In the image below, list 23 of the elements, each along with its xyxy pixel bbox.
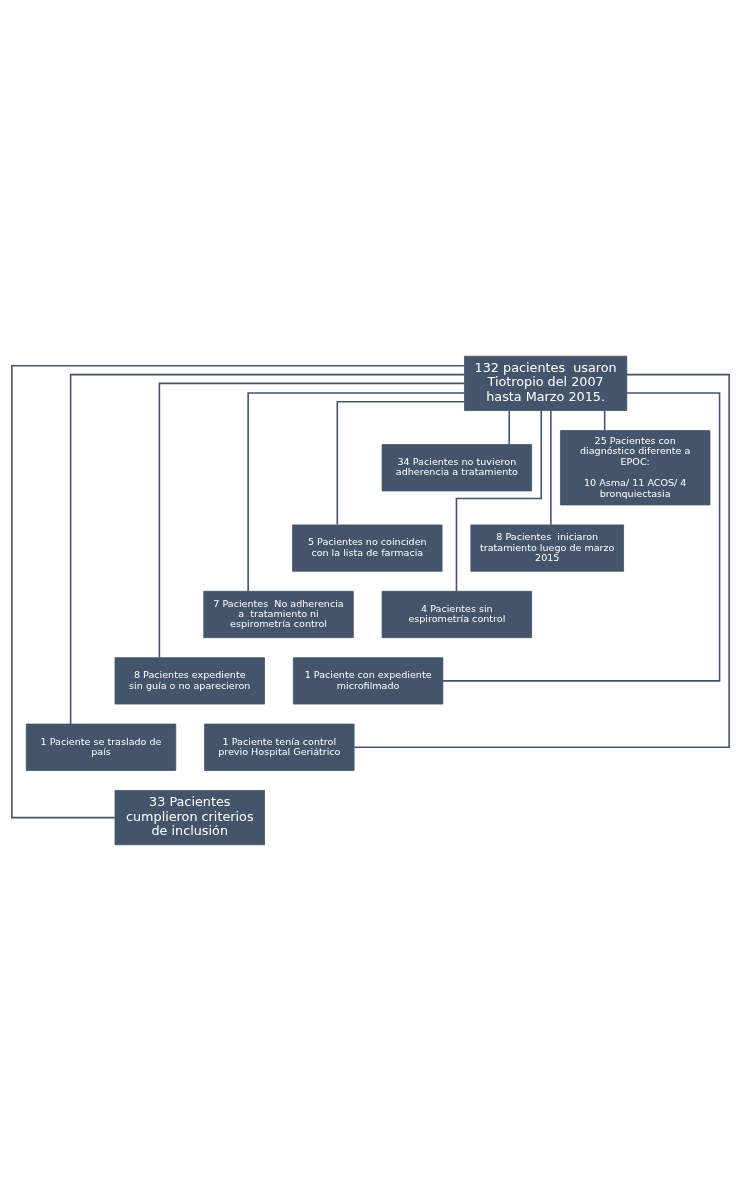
node-box: 132 pacientes usaron Tiotropio del 2007 hasta Marzo 2015. xyxy=(464,355,628,411)
node-box: 34 Pacientes no tuvieron adherencia a tratamiento xyxy=(381,443,533,491)
connector xyxy=(11,364,466,818)
node-box: 1 Paciente se traslado de país xyxy=(25,723,177,771)
node-box: 25 Pacientes con diagnóstico diferente a EPOC: 10 Asma/ 11 ACOS/ 4 bronquiectasia xyxy=(560,429,711,505)
connector xyxy=(158,382,466,658)
node-box: 1 Paciente tenía control previo Hospital Geriátrico xyxy=(204,723,355,771)
connector xyxy=(550,409,552,526)
connector xyxy=(603,409,606,431)
connector xyxy=(353,373,730,748)
connector xyxy=(69,373,466,725)
node-box: 1 Paciente con expediente microfilmado xyxy=(292,656,444,704)
node-box: 7 Pacientes No adherencia a tratamiento ni espirometría control xyxy=(203,590,354,638)
connector xyxy=(508,409,511,445)
connector xyxy=(336,400,465,525)
node-box: 33 Pacientes cumplieron criterios de inclusión xyxy=(114,789,265,845)
node-box: 8 Pacientes expediente sin guía o no aparecieron xyxy=(114,656,265,704)
node-box: 5 Pacientes no coinciden con la lista de farmacia xyxy=(292,524,443,572)
connector xyxy=(455,409,543,592)
node-box: 8 Pacientes iniciaron tratamiento luego de marzo 2015 xyxy=(470,524,624,572)
connector xyxy=(442,391,721,682)
connector xyxy=(247,391,466,592)
node-box: 4 Pacientes sin espirometría control xyxy=(381,590,533,638)
